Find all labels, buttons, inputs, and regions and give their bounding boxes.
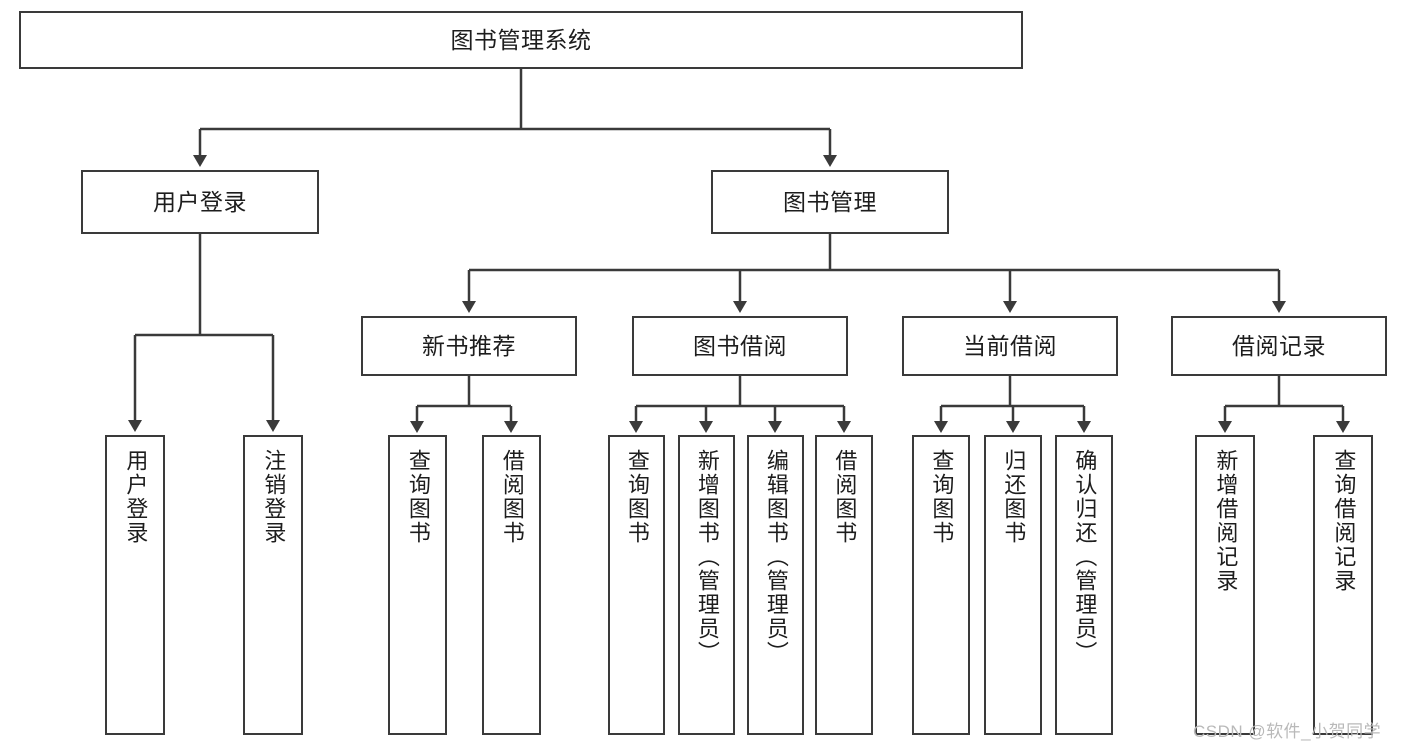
node-book-borrow[interactable]: 图书借阅 <box>632 316 848 376</box>
node-leaf-borrow-book-1[interactable]: 借阅图书 <box>482 435 541 735</box>
node-leaf-add-record-label: 新增借阅记录 <box>1213 449 1239 593</box>
node-root[interactable]: 图书管理系统 <box>19 11 1023 69</box>
node-user-login[interactable]: 用户登录 <box>81 170 319 234</box>
node-leaf-query-book-2-label: 查询图书 <box>624 449 650 545</box>
node-leaf-return-book[interactable]: 归还图书 <box>984 435 1042 735</box>
node-leaf-user-login-label: 用户登录 <box>123 449 149 545</box>
node-leaf-query-book-3-label: 查询图书 <box>929 449 955 545</box>
node-leaf-borrow-book-1-label: 借阅图书 <box>499 449 525 545</box>
node-root-label: 图书管理系统 <box>450 26 592 53</box>
node-leaf-query-book-2[interactable]: 查询图书 <box>608 435 665 735</box>
watermark: CSDN @软件_小贺同学 <box>1193 717 1381 742</box>
node-leaf-query-book-3[interactable]: 查询图书 <box>912 435 970 735</box>
node-book-manage-label: 图书管理 <box>783 188 877 215</box>
node-leaf-add-book[interactable]: 新增图书（管理员） <box>678 435 735 735</box>
node-leaf-add-record[interactable]: 新增借阅记录 <box>1195 435 1255 735</box>
node-leaf-query-book-1[interactable]: 查询图书 <box>388 435 447 735</box>
node-borrow-record-label: 借阅记录 <box>1232 332 1326 359</box>
node-leaf-edit-book-label: 编辑图书（管理员） <box>763 449 789 665</box>
node-new-book-rec[interactable]: 新书推荐 <box>361 316 577 376</box>
node-book-borrow-label: 图书借阅 <box>693 332 787 359</box>
node-leaf-query-record[interactable]: 查询借阅记录 <box>1313 435 1373 735</box>
node-new-book-rec-label: 新书推荐 <box>422 332 516 359</box>
node-leaf-add-book-label: 新增图书（管理员） <box>694 449 720 665</box>
node-leaf-borrow-book-2[interactable]: 借阅图书 <box>815 435 873 735</box>
node-user-login-label: 用户登录 <box>153 188 247 215</box>
node-leaf-logout[interactable]: 注销登录 <box>243 435 303 735</box>
node-current-borrow[interactable]: 当前借阅 <box>902 316 1118 376</box>
node-leaf-logout-label: 注销登录 <box>261 449 287 545</box>
node-current-borrow-label: 当前借阅 <box>963 332 1057 359</box>
node-borrow-record[interactable]: 借阅记录 <box>1171 316 1387 376</box>
node-leaf-borrow-book-2-label: 借阅图书 <box>832 449 858 545</box>
watermark-text: CSDN @软件_小贺同学 <box>1193 722 1382 741</box>
node-leaf-query-record-label: 查询借阅记录 <box>1331 449 1357 593</box>
node-book-manage[interactable]: 图书管理 <box>711 170 949 234</box>
node-leaf-edit-book[interactable]: 编辑图书（管理员） <box>747 435 804 735</box>
node-leaf-user-login[interactable]: 用户登录 <box>105 435 165 735</box>
node-leaf-confirm-return[interactable]: 确认归还（管理员） <box>1055 435 1113 735</box>
node-leaf-return-book-label: 归还图书 <box>1001 449 1027 545</box>
node-leaf-query-book-1-label: 查询图书 <box>405 449 431 545</box>
node-leaf-confirm-return-label: 确认归还（管理员） <box>1072 449 1098 665</box>
